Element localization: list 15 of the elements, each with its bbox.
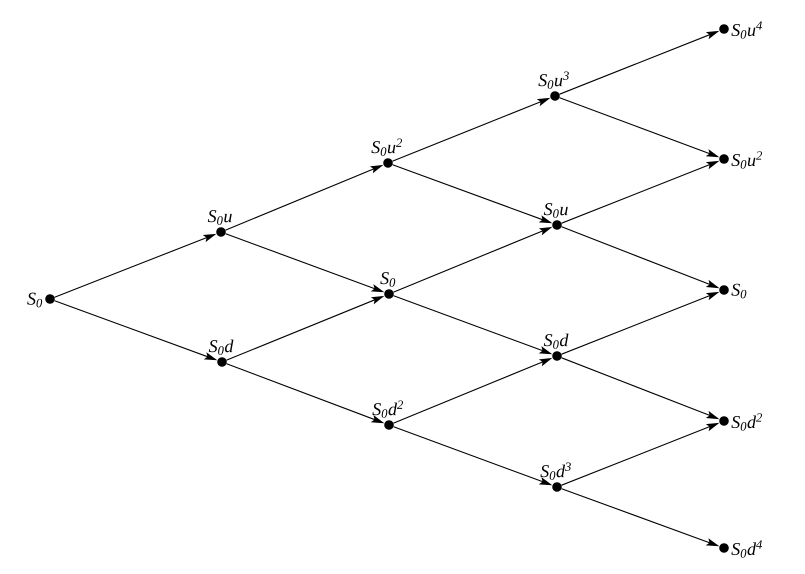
node-label: S$_{0}$d$^{4}$ [731, 540, 762, 558]
node-label: S$_{0}$ [731, 284, 746, 298]
node-label: S$_{0}$d [208, 340, 234, 355]
node-label: S$_{0}$u [544, 203, 568, 218]
node-label: S$_{0}$d$^{3}$ [540, 462, 571, 480]
node-label: S$_{0}$u$^{2}$ [371, 138, 402, 156]
node-label: S$_{0}$u$^{2}$ [731, 151, 762, 169]
node-label: S$_{0}$ [27, 292, 42, 308]
node-label: S$_{0}$u$^{3}$ [538, 71, 569, 89]
node-label: S$_{0}$d$^{2}$ [372, 400, 404, 418]
node-label: S$_{0}$d [544, 334, 568, 349]
node-label: S$_{0}$ [380, 272, 396, 287]
node-label: S$_{0}$d$^{2}$ [731, 413, 762, 431]
node-label: S$_{0}$u [208, 210, 232, 225]
node-label: S$_{0}$u$^{4}$ [731, 21, 762, 39]
